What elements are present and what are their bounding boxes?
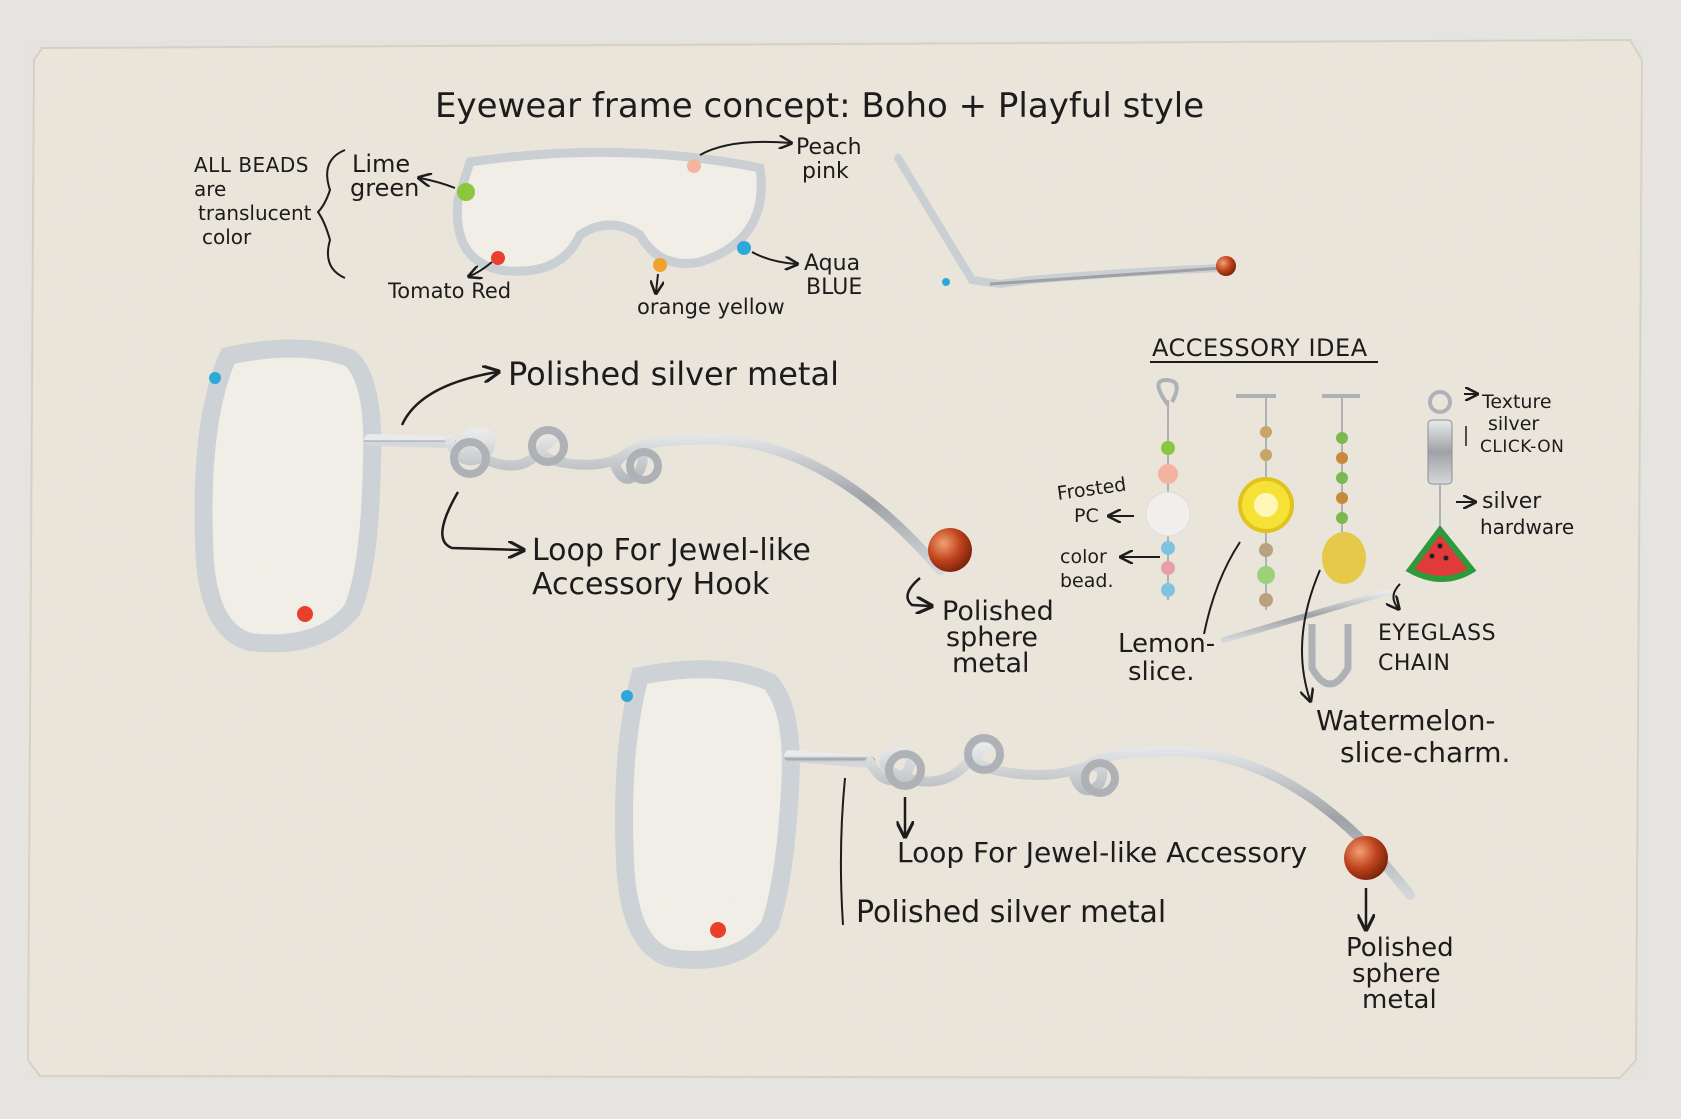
lime-green-label: Lime <box>352 150 410 178</box>
aqua-blue-bead <box>737 241 751 255</box>
svg-text:color: color <box>202 225 252 249</box>
color-bead-label: color <box>1060 546 1107 568</box>
lemon-slice-label: Lemon- <box>1118 629 1215 659</box>
frosted-charm <box>1145 377 1191 600</box>
side2-sphere-label: Polished <box>1346 933 1454 963</box>
peach-pink-label-2: pink <box>802 159 849 184</box>
color-bead-label-2: bead. <box>1060 570 1114 592</box>
side1-sphere-label-2: sphere <box>946 622 1038 653</box>
peach-pink-label: Peach <box>796 135 862 160</box>
texture-label-2: silver <box>1488 413 1539 435</box>
aqua-blue-label-2: BLUE <box>806 275 862 300</box>
watermelon-label-2: slice-charm. <box>1340 736 1510 769</box>
frosted-pc-label-2: PC <box>1074 505 1099 527</box>
side1-loop-label: Loop For Jewel-like <box>532 533 811 568</box>
accessory-heading: ACCESSORY IDEA <box>1152 334 1368 362</box>
side2-loop-label: Loop For Jewel-like Accessory <box>897 836 1307 869</box>
svg-text:ALL BEADS: ALL BEADS <box>194 153 309 177</box>
front-view-frame <box>452 147 766 276</box>
texture-label-3: CLICK-ON <box>1480 437 1564 457</box>
side1-sphere-label: Polished <box>942 596 1054 627</box>
lime-green-label-2: green <box>350 174 419 202</box>
watermelon-slice <box>1405 525 1477 582</box>
tomato-red-label: Tomato Red <box>387 279 511 303</box>
lime-green-bead <box>457 183 475 201</box>
lemon-slice-label-2: slice. <box>1128 657 1195 687</box>
texture-label: Texture <box>1481 391 1552 413</box>
side2-sphere-label-3: metal <box>1362 985 1437 1015</box>
side2-metal-label: Polished silver metal <box>856 895 1166 930</box>
bead-strand-charm <box>1322 394 1366 584</box>
accessory-section: ACCESSORY IDEA <box>1056 334 1575 769</box>
aqua-blue-label: Aqua <box>804 251 860 276</box>
peach-pink-bead <box>687 159 701 173</box>
page-title: Eyewear frame concept: Boho + Playful st… <box>435 86 1204 126</box>
side1-sphere-label-3: metal <box>952 648 1030 679</box>
beads-note: ALL BEADS are translucent color <box>194 149 346 279</box>
svg-text:translucent: translucent <box>198 201 312 225</box>
tomato-red-bead <box>491 251 505 265</box>
side-view-2 <box>615 660 1415 969</box>
side-view-1 <box>194 339 972 653</box>
eyeglass-chain-label: EYEGLASS <box>1378 621 1496 646</box>
side2-sphere <box>1344 836 1388 880</box>
orange-yellow-bead <box>653 258 667 272</box>
svg-text:are: are <box>194 177 226 201</box>
eyeglass-chain-label-2: CHAIN <box>1378 651 1450 676</box>
hardware-label: silver <box>1482 489 1542 514</box>
side2-sphere-label-2: sphere <box>1352 959 1441 989</box>
side1-loop-label-2: Accessory Hook <box>532 567 770 602</box>
hardware-label-2: hardware <box>1480 515 1574 539</box>
side1-sphere <box>928 528 972 572</box>
watermelon-label: Watermelon- <box>1316 704 1496 737</box>
top-sphere <box>1216 256 1236 276</box>
side1-metal-label: Polished silver metal <box>508 355 839 393</box>
orange-yellow-label: orange yellow <box>637 295 785 319</box>
u-hook <box>1308 624 1352 688</box>
watermelon-charm <box>1405 390 1477 582</box>
lemon-charm <box>1236 394 1294 610</box>
top-temple-view <box>894 154 1236 289</box>
